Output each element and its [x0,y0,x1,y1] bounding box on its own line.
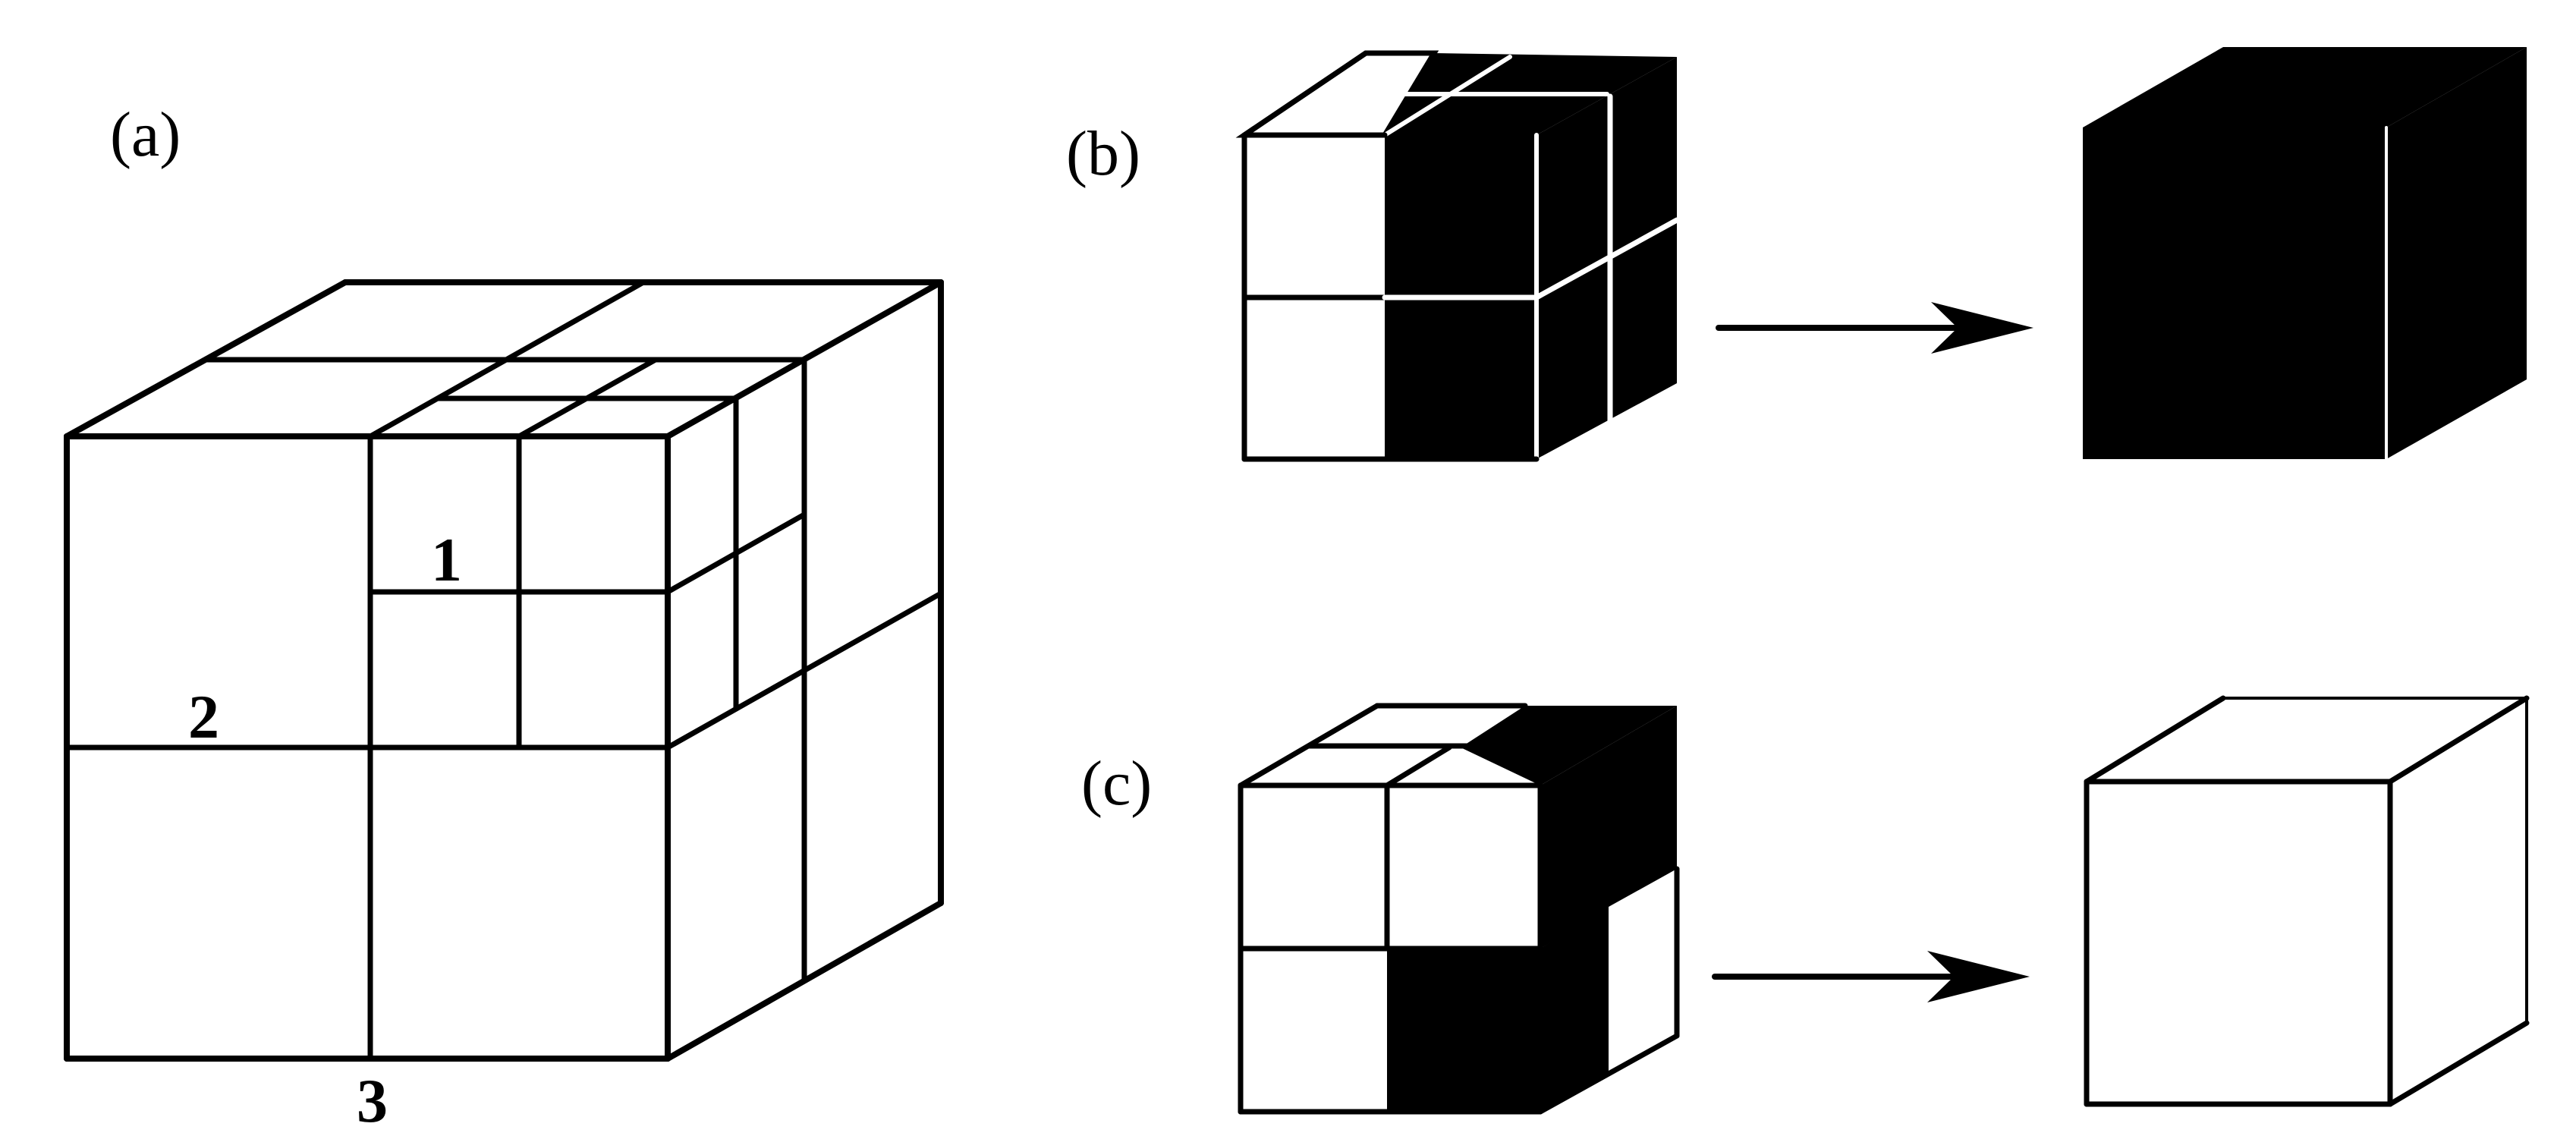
result-right-face [2386,47,2527,459]
panel-b-arrow [1716,302,2033,354]
panel-c: (c) [1081,695,2530,1115]
result-front-face [2083,127,2386,459]
panel-c-label: (c) [1081,748,1152,819]
right-face-lower-black [1540,907,1609,1112]
panel-c-arrow [1712,951,2030,1002]
front-bottom-left-white [1241,949,1387,1112]
cut-label-3: 3 [357,1066,388,1135]
cut-label-2: 2 [188,682,219,751]
result-top-face [2083,47,2527,127]
panel-c-result-cube [2084,695,2530,1107]
arrow-right-icon [1931,302,2033,354]
front-top-white [1241,785,1540,949]
subdivided-cube [64,279,944,1062]
right-face-lower-white [1609,869,1677,1074]
panel-b: (b) [1066,47,2527,462]
result-cube-outline [2087,698,2527,1104]
panel-b-result-cube [2083,47,2527,461]
cut-label-1: 1 [431,525,462,594]
panel-b-label: (b) [1066,118,1140,189]
arrow-right-icon [1927,951,2030,1002]
panel-a-label: (a) [110,99,181,170]
panel-c-input-cube [1238,703,1680,1115]
panel-b-input-cube [1235,50,1680,462]
front-bottom-right-black [1387,949,1540,1112]
panel-a: (a) [64,99,944,1135]
